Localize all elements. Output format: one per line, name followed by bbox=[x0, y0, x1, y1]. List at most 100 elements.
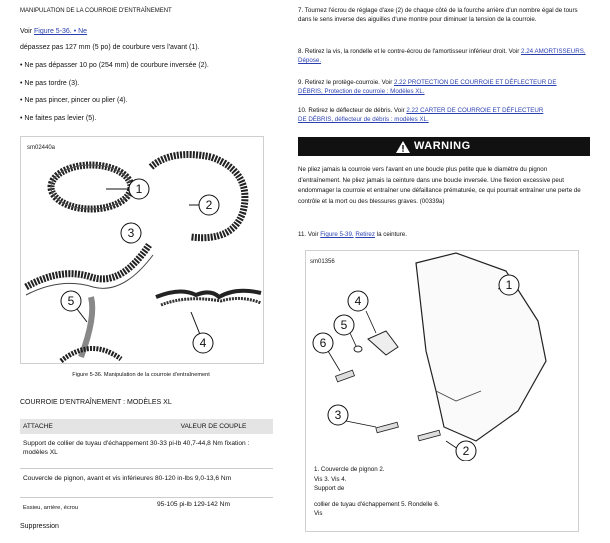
step-11-suffix: la ceinture. bbox=[374, 231, 407, 238]
callout-3: 3 bbox=[120, 222, 142, 244]
figure1-id: sm02440a bbox=[27, 145, 56, 151]
table-title: COURROIE D'ENTRAÎNEMENT : MODÈLES XL bbox=[20, 399, 172, 406]
page-header: MANIPULATION DE LA COURROIE D'ENTRAÎNEME… bbox=[20, 8, 172, 14]
step-8: 8. Retirez la vis, la rondelle et le con… bbox=[298, 47, 590, 65]
callout-1-label: 1 bbox=[136, 182, 143, 196]
callout-6: 6 bbox=[312, 332, 334, 354]
table-row: Essieu, arrière, écrou 95-105 pi-lb 129-… bbox=[20, 498, 273, 517]
step-7-text: Tournez l'écrou de réglage d'axe (2) de … bbox=[298, 7, 578, 23]
step-9-link[interactable]: 2.22 PROTECTION DE COURROIE ET DÉFLECTEU… bbox=[298, 79, 557, 95]
washer bbox=[353, 345, 363, 353]
step-11: 11. Voir Figure 5-39. Retirez la ceintur… bbox=[298, 230, 407, 239]
step-8-text: Retirez la vis, la rondelle et le contre… bbox=[304, 48, 522, 55]
twisted-belt-edge bbox=[25, 254, 154, 296]
reverse-bend-belt bbox=[148, 151, 249, 242]
callout-5: 5 bbox=[333, 314, 355, 336]
figure-belt-handling: sm02440a 1 2 3 4 bbox=[20, 136, 264, 364]
step-9: 9. Retirez le protège-courroie. Voir 2.2… bbox=[298, 78, 558, 96]
step-7: 7. Tournez l'écrou de réglage d'axe (2) … bbox=[298, 6, 590, 24]
header-attache: ATTACHE bbox=[23, 423, 53, 430]
screw-2 bbox=[417, 429, 441, 442]
callout-line-screw6 bbox=[327, 350, 341, 372]
callout-3-label: 3 bbox=[128, 226, 135, 240]
torque-table: ATTACHE VALEUR DE COUPLE Support de coll… bbox=[20, 419, 273, 516]
callout-2: 2 bbox=[198, 194, 220, 216]
step-10: 10. Retirez le déflecteur de débris. Voi… bbox=[298, 106, 548, 124]
step-11-prefix: 11. Voir bbox=[298, 231, 321, 238]
callout-1-label: 1 bbox=[506, 278, 513, 292]
pried-belt bbox=[59, 346, 123, 363]
callout-2-label: 2 bbox=[463, 444, 470, 458]
callout-4: 4 bbox=[192, 332, 214, 354]
step-10-text: Retirez le déflecteur de débris. Voir bbox=[308, 107, 407, 114]
callout-6-label: 6 bbox=[320, 336, 327, 350]
callout-line-4 bbox=[190, 311, 202, 338]
table-header-row: ATTACHE VALEUR DE COUPLE bbox=[20, 419, 273, 434]
callout-line-5 bbox=[76, 308, 88, 323]
row-3-attache: Essieu, arrière, écrou bbox=[23, 505, 79, 511]
figure2-legend: 1. Couvercle de pignon 2. Vis 3. Vis 4. … bbox=[314, 465, 439, 519]
screw-3 bbox=[375, 421, 399, 434]
figure2-id: sm01356 bbox=[310, 259, 335, 265]
step-10-link[interactable]: 2.22 CARTER DE COURROIE ET DÉFLECTEUR DE… bbox=[298, 107, 544, 123]
twisted-belt bbox=[24, 243, 152, 291]
warning-triangle-icon bbox=[396, 141, 410, 153]
crimped-belt bbox=[155, 288, 262, 300]
bullet-2: • Ne pas dépasser 10 po (254 mm) de cour… bbox=[20, 62, 209, 69]
table-row: Couvercle de pignon, avant et vis inféri… bbox=[20, 469, 273, 498]
callout-1: 1 bbox=[498, 274, 520, 296]
pry-tool bbox=[78, 296, 96, 359]
bullet-5: • Ne faites pas levier (5). bbox=[20, 115, 97, 122]
callout-line-screw2 bbox=[445, 440, 459, 450]
step-9-num: 9. bbox=[298, 79, 304, 86]
crimped-belt-lower bbox=[160, 296, 262, 307]
row-2-attache: Couvercle de pignon, avant et vis inféri… bbox=[23, 475, 232, 482]
row-1-attache: Support de collier de tuyau d'échappemen… bbox=[23, 440, 250, 456]
bullet-3: • Ne pas tordre (3). bbox=[20, 80, 80, 87]
callout-5-label: 5 bbox=[341, 318, 348, 332]
bullet-1: dépassez pas 127 mm (5 po) de courbure v… bbox=[20, 44, 200, 51]
callout-3: 3 bbox=[327, 404, 349, 426]
callout-4: 4 bbox=[347, 290, 369, 312]
cover-edge bbox=[435, 390, 482, 402]
callout-1: 1 bbox=[128, 178, 150, 200]
callout-4-label: 4 bbox=[200, 336, 207, 350]
see-figure-line: Voir Figure 5-36. • Ne bbox=[20, 27, 87, 37]
callout-2: 2 bbox=[455, 440, 477, 462]
warning-title: WARNING bbox=[414, 140, 471, 152]
step-7-num: 7. bbox=[298, 7, 304, 14]
warning-text: Ne pliez jamais la courroie vers l'avant… bbox=[298, 166, 581, 205]
callout-line-bracket bbox=[365, 310, 377, 334]
forward-bend-belt-edge bbox=[50, 164, 132, 210]
warning-banner: WARNING bbox=[298, 137, 590, 156]
figure-sprocket-cover: sm01356 1 4 bbox=[305, 250, 579, 532]
callout-line-screw3 bbox=[345, 420, 377, 428]
section-removal: Suppression bbox=[20, 523, 59, 530]
step-10-num: 10. bbox=[298, 107, 307, 114]
callout-4-label: 4 bbox=[355, 294, 362, 308]
callout-2-label: 2 bbox=[206, 198, 213, 212]
callout-3-label: 3 bbox=[335, 408, 342, 422]
exhaust-clamp-bracket bbox=[367, 330, 399, 356]
legend-line-3: Support de bbox=[314, 485, 345, 492]
step-9-text: Retirez le protège-courroie. Voir bbox=[304, 79, 394, 86]
belt-handling-illustration: sm02440a 1 2 3 4 bbox=[24, 145, 262, 363]
legend-line-2: Vis 3. Vis 4. bbox=[314, 475, 347, 483]
bullet-4: • Ne pas pincer, pincer ou plier (4). bbox=[20, 97, 128, 104]
figure-5-36-link[interactable]: Figure 5-36. • Ne bbox=[34, 28, 88, 35]
table-row: Support de collier de tuyau d'échappemen… bbox=[20, 434, 273, 469]
callout-line-washer bbox=[349, 332, 357, 347]
callout-5-label: 5 bbox=[68, 294, 75, 308]
screw-6 bbox=[335, 369, 355, 383]
header-valeur: VALEUR DE COUPLE bbox=[180, 423, 247, 430]
see-prefix: Voir bbox=[20, 28, 35, 35]
callout-5: 5 bbox=[60, 290, 82, 312]
legend-line-1: 1. Couvercle de pignon 2. bbox=[314, 466, 385, 473]
step-8-num: 8. bbox=[298, 48, 304, 55]
figure-5-39-link[interactable]: Figure 5-39. bbox=[320, 231, 354, 238]
retirez-link[interactable]: Retirez bbox=[355, 231, 375, 238]
row-3-valeur: 95-105 pi-lb 129-142 Nm bbox=[157, 501, 230, 508]
step-8-link[interactable]: 2.24 AMORTISSEURS, Dépose. bbox=[298, 48, 586, 64]
legend-line-4: collier de tuyau d'échappement 5. Rondel… bbox=[314, 500, 440, 508]
sprocket-cover-illustration: sm01356 1 4 bbox=[310, 252, 547, 462]
